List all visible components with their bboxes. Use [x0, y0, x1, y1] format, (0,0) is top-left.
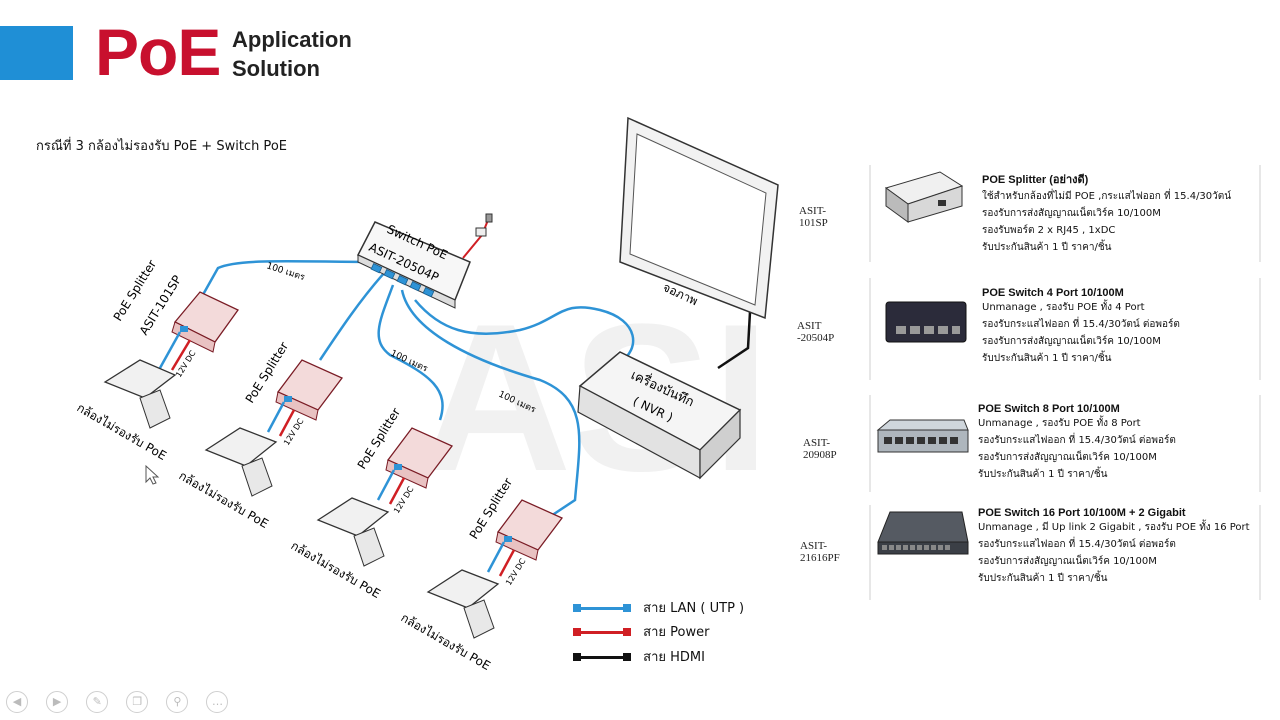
product-separators	[869, 165, 1261, 600]
product-line: รองรับการส่งสัญญาณเน็ตเวิร์ค 10/100M	[982, 336, 1161, 347]
product-image-switch-16port	[877, 511, 969, 555]
subtitle-solution: Solution	[232, 56, 320, 81]
switch-power-cable	[462, 219, 489, 259]
product-line: รับประกันสินค้า 1 ปี ราคา/ชิ้น	[982, 353, 1112, 364]
forward-icon[interactable]: ▶	[46, 691, 69, 713]
product-line: รองรับกระแสไฟออก ที่ 15.4/30วัตน์ ต่อพอร…	[982, 319, 1180, 330]
product-image-switch-8port	[876, 419, 969, 453]
lan-cables	[198, 259, 635, 520]
product-code: ASIT-101SP	[799, 205, 828, 229]
hdmi-swatch	[573, 653, 631, 661]
product-line: รองรับการส่งสัญญาณเน็ตเวิร์ค 10/100M	[978, 556, 1157, 567]
case-title: กรณีที่ 3 กล้องไม่รองรับ PoE + Switch Po…	[36, 139, 287, 154]
product-line: Unmanage , รองรับ POE ทั้ง 4 Port	[982, 302, 1145, 313]
back-icon[interactable]: ◀	[6, 691, 28, 713]
product-title: POE Switch 4 Port 10/100M	[982, 287, 1124, 299]
product-line: รองรับกระแสไฟออก ที่ 15.4/30วัตน์ ต่อพอร…	[978, 435, 1176, 446]
legend-hdmi: สาย HDMI	[573, 646, 705, 667]
zoom-icon[interactable]: ⚲	[166, 691, 189, 713]
product-line: รองรับการส่งสัญญาณเน็ตเวิร์ค 10/100M	[978, 452, 1157, 463]
product-line: รองรับกระแสไฟออก ที่ 15.4/30วัตน์ ต่อพอร…	[978, 539, 1176, 550]
mouse-cursor-icon	[145, 464, 160, 485]
product-title: POE Switch 8 Port 10/100M	[978, 403, 1120, 415]
power-plug-icon	[485, 213, 493, 223]
legend-label: สาย HDMI	[643, 650, 705, 665]
camera-set-1: PoE Splitter ASIT-101SP 12V DC กล้องไม่ร…	[75, 257, 239, 463]
dc-label-3: 12V DC	[392, 485, 416, 516]
product-image-switch-4port	[885, 301, 967, 343]
product-line: รองรับการส่งสัญญาณเน็ตเวิร์ค 10/100M	[982, 208, 1161, 219]
product-line: ใช้สำหรับกล้องที่ไม่มี POE ,กระแสไฟออก ท…	[982, 191, 1232, 202]
distance-label-1: 100 เมตร	[265, 261, 306, 283]
product-title: POE Splitter (อย่างดี)	[982, 174, 1089, 186]
product-image-splitter	[884, 171, 964, 223]
copy-icon[interactable]: ❐	[126, 691, 149, 713]
legend-label: สาย LAN ( UTP )	[643, 601, 745, 616]
poe-logo: PoE	[95, 15, 221, 89]
legend-lan: สาย LAN ( UTP )	[573, 597, 745, 618]
product-line: รับประกันสินค้า 1 ปี ราคา/ชิ้น	[978, 469, 1108, 480]
product-line: Unmanage , รองรับ POE ทั้ง 8 Port	[978, 418, 1141, 429]
power-adapter-icon	[475, 227, 487, 237]
product-line: Unmanage , มี Up link 2 Gigabit , รองรับ…	[978, 522, 1250, 533]
poe-switch: Switch PoE ASIT-20504P	[356, 221, 471, 309]
dc-label-1: 12V DC	[174, 349, 198, 380]
product-line: รับประกันสินค้า 1 ปี ราคา/ชิ้น	[978, 573, 1108, 584]
more-icon[interactable]: …	[206, 691, 229, 713]
hdmi-cable	[717, 311, 752, 370]
brand-color-block	[0, 26, 73, 80]
product-code: ASIT-21616PF	[800, 540, 840, 564]
product-title: POE Switch 16 Port 10/100M + 2 Gigabit	[978, 507, 1186, 519]
nvr-recorder: เครื่องบันทึก ( NVR )	[577, 351, 742, 480]
product-code: ASIT -20504P	[797, 320, 835, 344]
subtitle-application: Application	[232, 27, 352, 52]
pen-icon[interactable]: ✎	[86, 691, 109, 713]
legend-power: สาย Power	[573, 621, 710, 642]
lan-swatch	[573, 604, 631, 612]
power-swatch	[573, 628, 631, 636]
camera-set-2: PoE Splitter 12V DC กล้องไม่รองรับ PoE	[177, 339, 344, 531]
product-code: ASIT-20908P	[803, 437, 837, 461]
product-line: รองรับพอร์ต 2 x RJ45 , 1xDC	[982, 225, 1116, 236]
slide-nav-toolbar: ◀ ▶ ✎ ❐ ⚲ …	[6, 690, 241, 714]
monitor: จอภาพ	[619, 116, 779, 320]
dc-label-2: 12V DC	[282, 417, 306, 448]
legend-label: สาย Power	[643, 625, 710, 640]
product-line: รับประกันสินค้า 1 ปี ราคา/ชิ้น	[982, 242, 1112, 253]
